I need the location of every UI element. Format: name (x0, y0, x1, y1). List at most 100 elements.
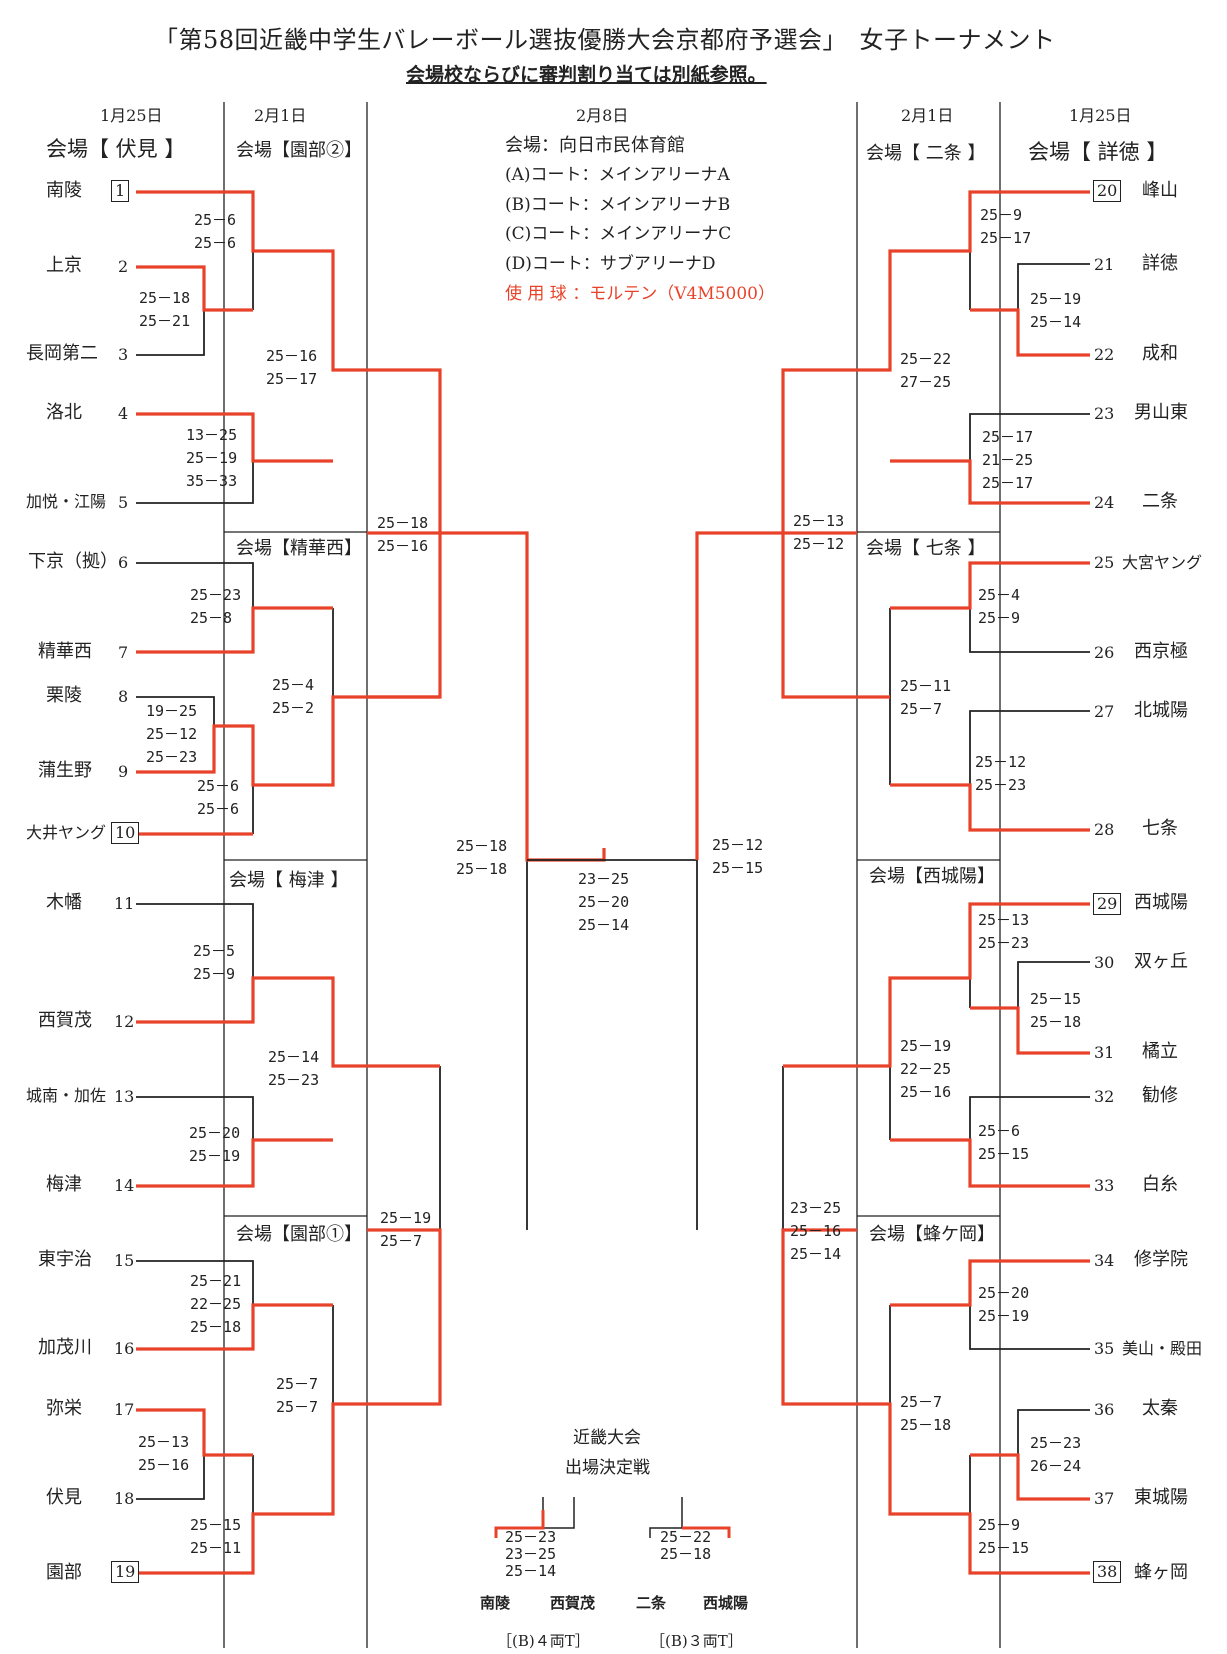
score-set: 25－14 (268, 1048, 320, 1066)
team-number: 7 (118, 643, 129, 662)
kinki-score-set: 25－14 (505, 1562, 557, 1580)
score-set: 25－12 (975, 753, 1027, 771)
score-set: 25－18 (900, 1416, 952, 1434)
kinki-label-line1: 近畿大会 (573, 1428, 641, 1448)
team-seed-number: 29 (1093, 893, 1122, 915)
score-set: 25－9 (978, 609, 1021, 627)
date-finals: 2月8日 (576, 106, 629, 125)
score-set: 25－17 (266, 370, 318, 388)
score-set: 25－23 (1030, 1434, 1082, 1452)
kinki-score-set: 25－18 (660, 1545, 712, 1563)
venue-fushimi: 会場【 伏見 】 (46, 137, 186, 161)
score-set: 25－21 (139, 312, 191, 330)
kinki-court-note: ［(B)４両T］ (497, 1632, 590, 1650)
score-set: 25－16 (377, 537, 429, 555)
team-name: 白糸 (1142, 1174, 1178, 1195)
score-set: 25－8 (190, 609, 233, 627)
court-c: (C)コート：メインアリーナC (505, 224, 732, 244)
date-round2-left: 2月1日 (254, 106, 307, 125)
score-set: 25－23 (268, 1071, 320, 1089)
team-number: 27 (1094, 702, 1115, 721)
score-set: 25－4 (272, 676, 315, 694)
kinki-team-right: 西城陽 (703, 1594, 749, 1612)
team-name: 加茂川 (38, 1337, 92, 1358)
team-number: 12 (114, 1012, 135, 1031)
score-set: 25－9 (193, 965, 236, 983)
score-set: 25－6 (197, 800, 240, 818)
team-name: 弥栄 (46, 1398, 82, 1419)
right-winner-lines (695, 190, 1090, 1575)
team-name: 北城陽 (1134, 700, 1188, 721)
team-number: 30 (1094, 953, 1115, 972)
team-name: 木幡 (46, 892, 82, 913)
team-number: 13 (114, 1087, 135, 1106)
score-set: 25－20 (978, 1284, 1030, 1302)
team-number: 18 (114, 1489, 135, 1508)
score-set: 19－25 (146, 702, 198, 720)
team-seed-number: 19 (111, 1561, 140, 1583)
left-winner-lines (136, 190, 606, 1575)
team-number: 31 (1094, 1043, 1115, 1062)
kinki-team-left: 二条 (636, 1594, 667, 1612)
kinki-court-note: ［(B)３両T］ (650, 1632, 743, 1650)
team-name: 美山・殿田 (1122, 1339, 1203, 1358)
score-set: 25－16 (266, 347, 318, 365)
court-d: (D)コート：サブアリーナD (505, 254, 716, 274)
team-number: 9 (118, 762, 129, 781)
score-set: 23－25 (790, 1199, 842, 1217)
team-number: 3 (118, 345, 129, 364)
team-number: 11 (114, 894, 135, 913)
team-name: 南陵 (46, 180, 82, 201)
score-set: 25－6 (197, 777, 240, 795)
score-set: 25－9 (980, 206, 1023, 224)
team-name: 加悦・江陽 (26, 492, 107, 511)
venue-umezu: 会場【 梅津 】 (229, 870, 349, 891)
score-set: 26－24 (1030, 1457, 1082, 1475)
score-set: 25－21 (190, 1272, 242, 1290)
venue-nishijoyo: 会場【西城陽】 (869, 866, 995, 887)
team-name: 双ヶ丘 (1134, 951, 1188, 972)
date-round1-left: 1月25日 (100, 106, 163, 125)
team-number: 21 (1094, 255, 1115, 274)
team-name: 長岡第二 (26, 343, 98, 364)
score-set: 25－13 (978, 911, 1030, 929)
score-set: 25－13 (793, 512, 845, 530)
team-name: 西賀茂 (38, 1010, 92, 1031)
team-number: 25 (1094, 553, 1115, 572)
score-set: 25－17 (980, 229, 1032, 247)
page-title: 「第58回近畿中学生バレーボール選抜優勝大会京都府予選会」 女子トーナメント (154, 26, 1056, 54)
team-number: 35 (1094, 1339, 1115, 1358)
team-name: 蒲生野 (38, 760, 92, 781)
final-venue-name: 会場：向日市民体育館 (505, 135, 685, 156)
team-seed-number: 20 (1093, 180, 1122, 202)
score-set: 25－6 (978, 1122, 1021, 1140)
score-set: 25－11 (900, 677, 952, 695)
score-set: 25－14 (790, 1245, 842, 1263)
score-set: 25－18 (456, 860, 508, 878)
team-number: 24 (1094, 493, 1115, 512)
team-number: 32 (1094, 1087, 1115, 1106)
kinki-brackets (494, 1497, 731, 1538)
ball-info: 使 用 球 ：モルテン（V4M5000） (505, 284, 775, 304)
team-name: 東宇治 (38, 1249, 92, 1270)
team-name: 詳徳 (1142, 253, 1178, 274)
score-set: 25－9 (978, 1516, 1021, 1534)
team-number: 37 (1094, 1489, 1115, 1508)
score-set: 13－25 (186, 426, 238, 444)
venue-sonobe1: 会場【園部①】 (236, 1224, 362, 1245)
court-a: (A)コート：メインアリーナA (505, 165, 730, 185)
team-seed-number: 1 (111, 180, 130, 202)
team-number: 36 (1094, 1400, 1115, 1419)
score-set: 25－12 (146, 725, 198, 743)
team-number: 15 (114, 1251, 135, 1270)
score-set: 25－11 (190, 1539, 242, 1557)
venue-sonobe2: 会場【園部②】 (236, 140, 362, 161)
team-number: 33 (1094, 1176, 1115, 1195)
score-set: 25－18 (190, 1318, 242, 1336)
team-name: 精華西 (38, 641, 92, 662)
score-set: 25－4 (978, 586, 1021, 604)
kinki-score-set: 25－23 (505, 1528, 557, 1546)
team-number: 17 (114, 1400, 135, 1419)
team-name: 蜂ヶ岡 (1134, 1562, 1188, 1583)
score-set: 25－7 (276, 1375, 319, 1393)
